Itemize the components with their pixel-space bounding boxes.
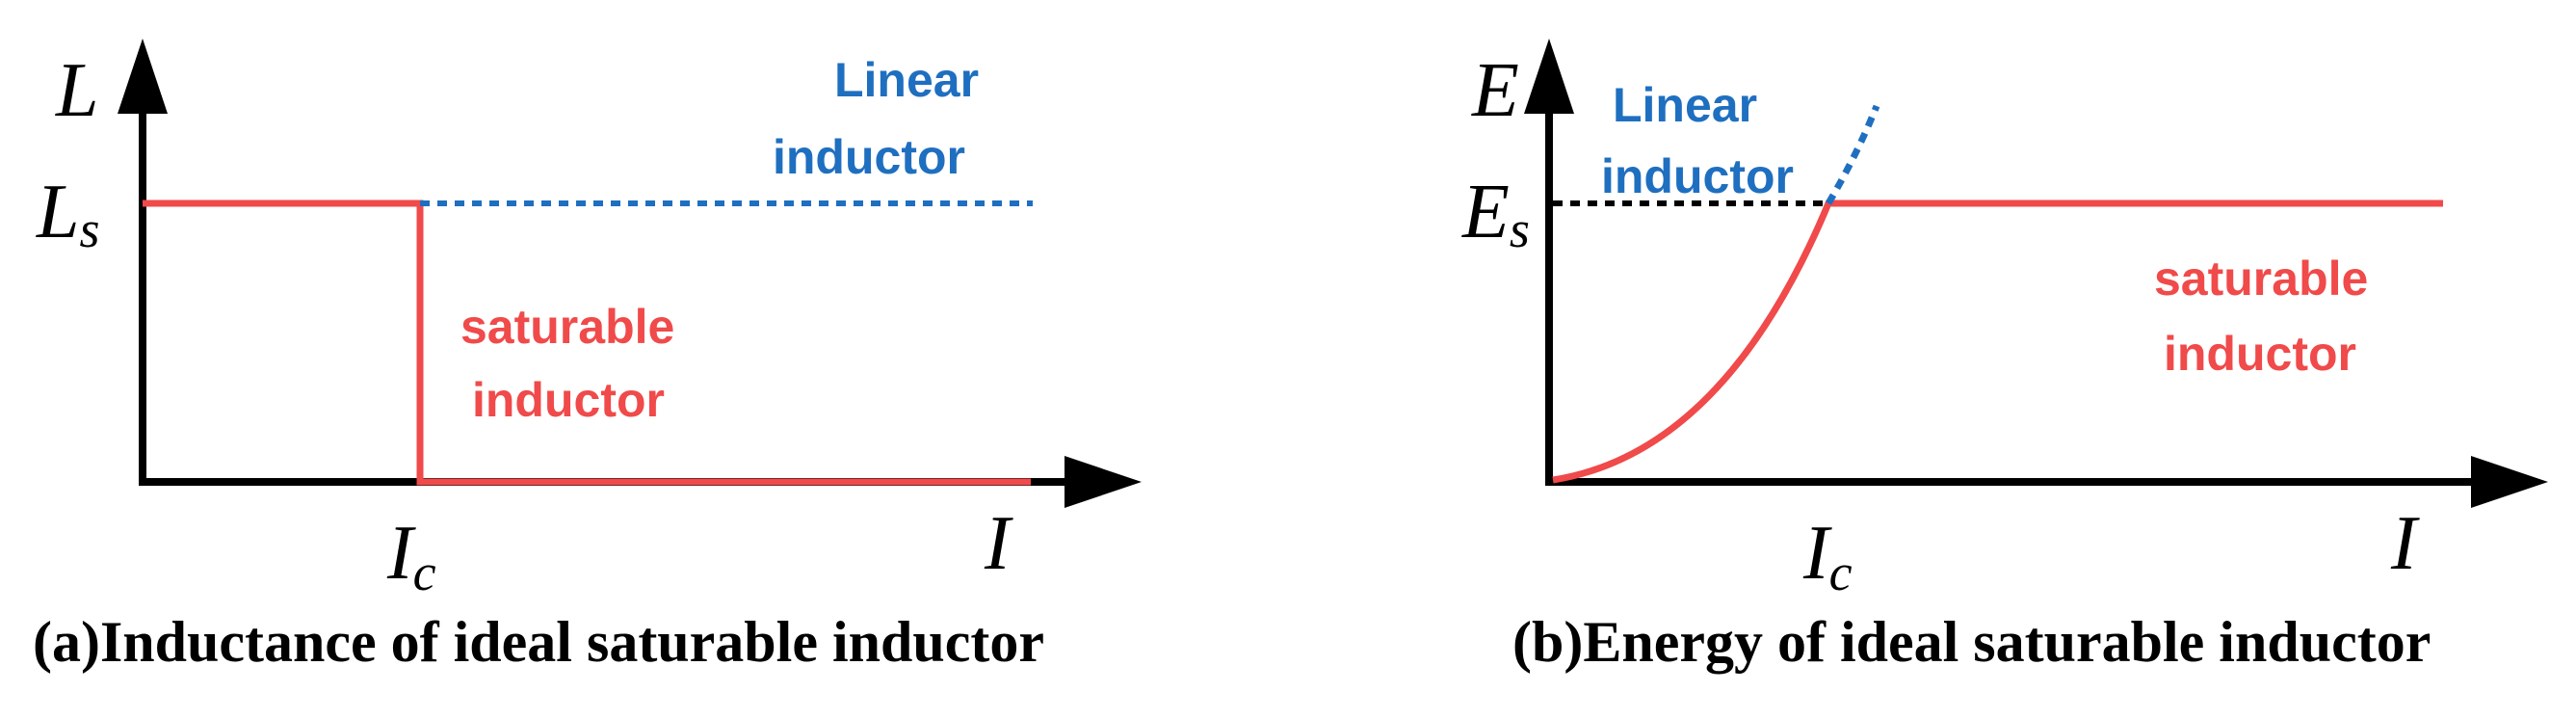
panel-b-x-axis-label: I xyxy=(2390,501,2420,586)
panel-a-saturable-label-line1: saturable xyxy=(460,300,674,354)
panel-a-y-axis-label: L xyxy=(55,48,99,133)
panel-b-linear-curve xyxy=(1825,104,1880,205)
panel-a-y-tick-label: Ls xyxy=(36,170,100,258)
panel-b-linear-label-line1: Linear xyxy=(1613,78,1757,132)
panel-b-saturable-label-line1: saturable xyxy=(2154,252,2368,306)
panel-a-linear-label-line1: Linear xyxy=(834,53,979,107)
panel-a-y-arrow xyxy=(118,39,168,114)
panel-b-x-tick-label: Ic xyxy=(1802,511,1853,601)
panel-b-y-tick-label: Es xyxy=(1461,170,1530,258)
panel-a-x-tick-label: Ic xyxy=(386,511,436,601)
panel-a-linear-label-line2: inductor xyxy=(773,130,965,184)
panel-a-saturable-label-line2: inductor xyxy=(472,373,665,427)
panel-b-x-arrow xyxy=(2471,456,2548,508)
panel-b-y-axis-label: E xyxy=(1471,48,1519,133)
panel-b-saturable-label-line2: inductor xyxy=(2164,327,2356,381)
panel-a-x-axis-label: I xyxy=(984,501,1013,586)
panel-b-caption: (b)Energy of ideal saturable inductor xyxy=(1512,610,2431,674)
panel-a-caption: (a)Inductance of ideal saturable inducto… xyxy=(33,610,1044,674)
panel-b-y-arrow xyxy=(1524,39,1574,114)
panel-b: E Es Ic I Linear inductor saturable indu… xyxy=(1461,39,2548,674)
panel-b-linear-label-line2: inductor xyxy=(1601,149,1794,203)
panel-b-saturable-curve xyxy=(1552,200,2443,484)
panel-a-saturable-curve xyxy=(143,200,1031,486)
panel-a: L Ls Ic I Linear inductor saturable indu… xyxy=(33,39,1142,674)
panel-a-x-arrow xyxy=(1065,456,1142,508)
